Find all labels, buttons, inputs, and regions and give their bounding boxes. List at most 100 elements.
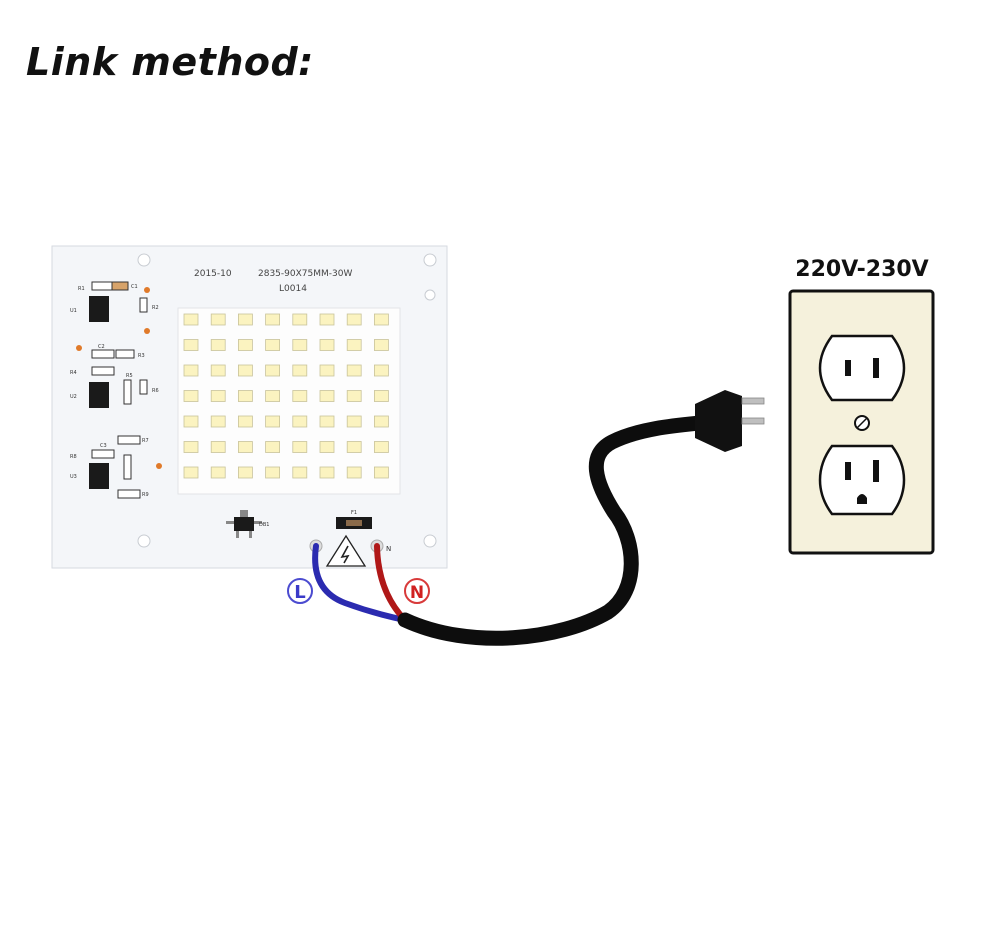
wall-outlet bbox=[788, 289, 935, 555]
solder-dot bbox=[144, 287, 150, 293]
component-label: R9 bbox=[142, 492, 149, 498]
neutral-pad-label: N bbox=[386, 545, 391, 553]
plug-icon bbox=[695, 390, 765, 452]
fuse: F1 bbox=[336, 510, 372, 529]
neutral-wire bbox=[374, 543, 408, 623]
led-chip bbox=[373, 339, 389, 351]
led-chip bbox=[319, 415, 335, 428]
bridge-label: DB1 bbox=[259, 522, 269, 528]
led-chip bbox=[319, 390, 335, 402]
led-chip bbox=[210, 390, 226, 402]
outlet-screw bbox=[854, 415, 870, 431]
neutral-label: N bbox=[410, 583, 424, 603]
led-chip bbox=[265, 415, 281, 428]
led-chip bbox=[319, 313, 335, 326]
main-cable bbox=[397, 415, 708, 646]
led-chip bbox=[346, 415, 362, 428]
led-chip bbox=[292, 313, 308, 326]
led-chip bbox=[237, 390, 253, 402]
led-chip bbox=[319, 339, 335, 351]
board-date: 2015-10 bbox=[194, 269, 232, 279]
resistor bbox=[117, 435, 141, 445]
led-chip bbox=[265, 364, 281, 377]
voltage-label: 220V-230V bbox=[795, 257, 928, 282]
led-grid bbox=[183, 313, 389, 479]
led-chip bbox=[183, 364, 199, 377]
led-chip bbox=[346, 339, 362, 351]
led-chip bbox=[292, 390, 308, 402]
led-chip bbox=[210, 364, 226, 377]
led-chip bbox=[292, 441, 308, 453]
resistor bbox=[111, 281, 129, 291]
bridge-rectifier: DB1 bbox=[226, 510, 269, 538]
led-chip bbox=[237, 313, 253, 326]
resistor bbox=[139, 297, 148, 313]
led-chip bbox=[237, 364, 253, 377]
component-label: R5 bbox=[126, 373, 133, 379]
ic-u2 bbox=[89, 382, 109, 408]
live-label: L bbox=[294, 582, 305, 603]
led-chip bbox=[373, 313, 389, 326]
led-chip bbox=[210, 466, 226, 479]
led-chip bbox=[292, 339, 308, 351]
led-chip bbox=[183, 466, 199, 479]
live-label-badge: L bbox=[287, 578, 313, 604]
mounting-hole bbox=[137, 253, 151, 267]
led-chip bbox=[319, 441, 335, 453]
solder-dot bbox=[156, 463, 162, 469]
ic-u3 bbox=[89, 463, 109, 489]
page-title: Link method: bbox=[26, 40, 314, 84]
mounting-hole bbox=[137, 534, 151, 548]
mounting-hole bbox=[424, 289, 436, 301]
resistor bbox=[117, 489, 141, 499]
solder-dot bbox=[76, 345, 82, 351]
led-chip bbox=[346, 364, 362, 377]
led-chip bbox=[265, 339, 281, 351]
power-cable bbox=[312, 390, 765, 646]
led-chip bbox=[346, 313, 362, 326]
led-chip bbox=[183, 390, 199, 402]
led-board: 2015-10 2835-90X75MM-30W L0014 bbox=[51, 245, 448, 569]
led-chip bbox=[183, 415, 199, 428]
live-wire bbox=[312, 543, 408, 623]
led-chip bbox=[265, 313, 281, 326]
resistor bbox=[91, 281, 115, 291]
component-label: R4 bbox=[70, 370, 77, 376]
led-chip bbox=[373, 364, 389, 377]
high-voltage-warning-icon bbox=[325, 534, 367, 567]
resistor bbox=[123, 379, 132, 405]
led-chip bbox=[210, 441, 226, 453]
component-label: R6 bbox=[152, 388, 159, 394]
resistor bbox=[123, 454, 132, 480]
component-label: U1 bbox=[70, 308, 77, 314]
led-chip bbox=[183, 313, 199, 326]
led-chip bbox=[265, 466, 281, 479]
component-label: R8 bbox=[70, 454, 77, 460]
resistor bbox=[115, 349, 135, 359]
resistor bbox=[139, 379, 148, 395]
led-chip bbox=[373, 415, 389, 428]
component-label: R3 bbox=[138, 353, 145, 359]
led-chip bbox=[237, 466, 253, 479]
led-chip bbox=[292, 466, 308, 479]
led-chip bbox=[210, 339, 226, 351]
resistor bbox=[91, 449, 115, 459]
component-label: U3 bbox=[70, 474, 77, 480]
board-code: L0014 bbox=[279, 284, 307, 294]
led-chip bbox=[373, 390, 389, 402]
resistor bbox=[91, 366, 115, 376]
led-chip bbox=[265, 390, 281, 402]
led-chip bbox=[265, 441, 281, 453]
led-chip bbox=[292, 415, 308, 428]
led-chip bbox=[183, 441, 199, 453]
led-chip bbox=[210, 415, 226, 428]
led-chip bbox=[237, 339, 253, 351]
lower-socket bbox=[818, 444, 906, 516]
ic-u1 bbox=[89, 296, 109, 322]
component-label: C2 bbox=[98, 344, 105, 350]
led-chip bbox=[237, 415, 253, 428]
mounting-hole bbox=[423, 534, 437, 548]
board-model: 2835-90X75MM-30W bbox=[258, 269, 352, 279]
led-chip bbox=[373, 466, 389, 479]
